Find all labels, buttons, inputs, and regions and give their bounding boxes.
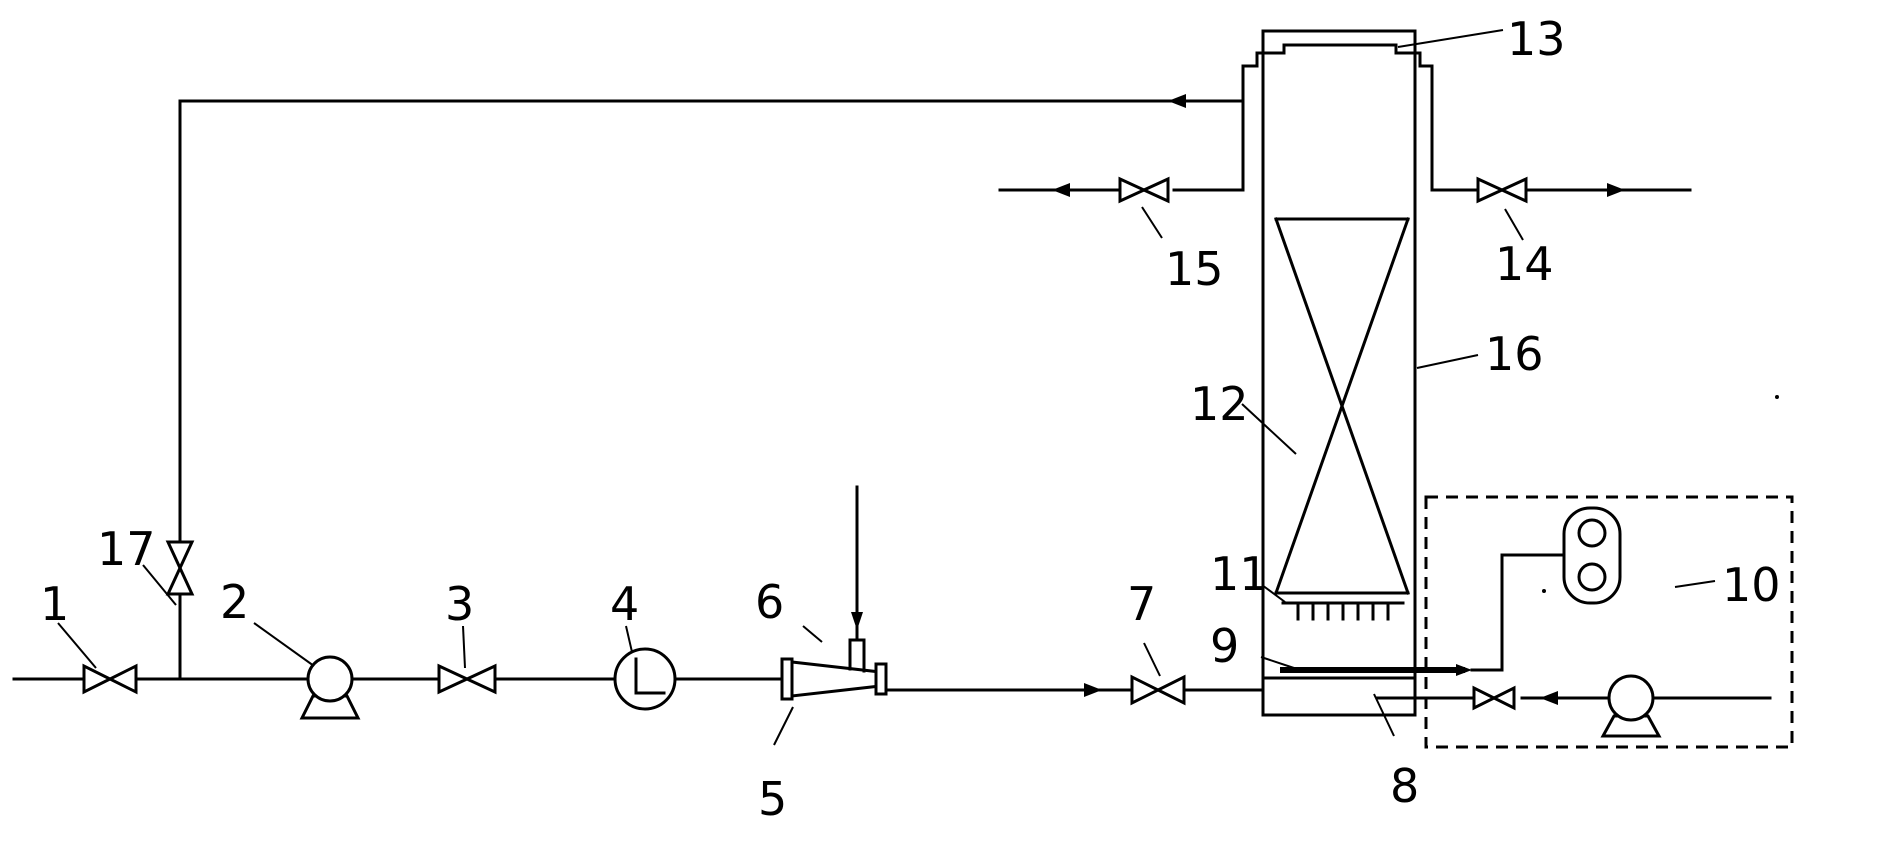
reactor-column-16 (1172, 29, 1480, 717)
label-9: 9 (1210, 619, 1239, 673)
valve-3 (437, 663, 497, 695)
label-1: 1 (40, 577, 69, 631)
label-2: 2 (220, 575, 249, 629)
label-11: 11 (1210, 547, 1269, 601)
label-8: 8 (1390, 759, 1419, 813)
valve-17 (165, 540, 195, 596)
feed-flow-arrow (1084, 683, 1102, 697)
leader-lines (57, 29, 1716, 746)
label-15: 15 (1165, 242, 1224, 296)
label-17: 17 (97, 522, 156, 576)
gas-supply-unit-10 (1375, 395, 1794, 749)
label-12: 12 (1190, 377, 1249, 431)
label-7: 7 (1127, 577, 1156, 631)
pump-2 (299, 655, 366, 720)
label-3: 3 (445, 577, 474, 631)
additive-inlet-6 (851, 485, 863, 642)
outlet-14-line (1524, 183, 1692, 197)
label-16: 16 (1485, 327, 1544, 381)
label-5: 5 (758, 772, 787, 826)
labels: 1 2 3 4 5 6 7 8 9 10 11 12 13 14 15 16 1… (40, 12, 1781, 826)
label-10: 10 (1722, 558, 1781, 612)
label-6: 6 (755, 575, 784, 629)
valve-1 (82, 663, 138, 695)
label-13: 13 (1507, 12, 1566, 66)
recycle-line (178, 64, 1259, 681)
recycle-flow-arrow (1168, 94, 1186, 108)
outlet-15-line (998, 183, 1122, 197)
label-14: 14 (1495, 237, 1554, 291)
valve-15 (1118, 176, 1170, 204)
label-4: 4 (610, 577, 639, 631)
valve-14 (1476, 176, 1528, 204)
distributor-nozzles-11 (1296, 601, 1390, 621)
venturi-mixer-5 (780, 638, 888, 701)
flow-meter-4 (613, 647, 677, 711)
valve-7 (1130, 674, 1186, 706)
